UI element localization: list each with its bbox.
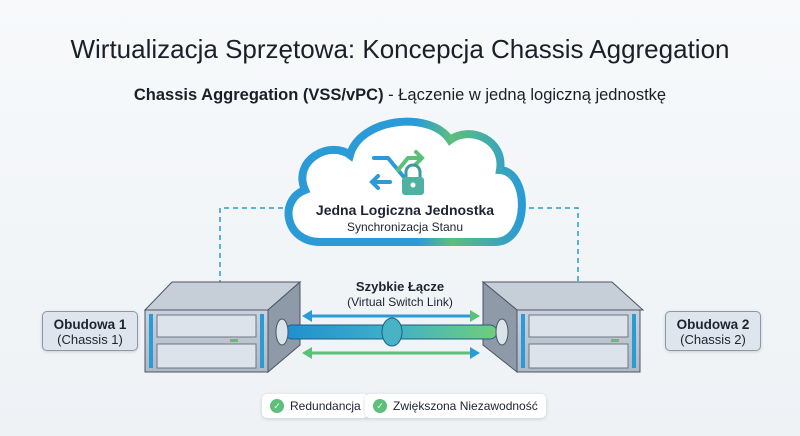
lock-icon [402,163,424,195]
shuffle-arrows-icon [369,150,425,190]
link-title: Szybkie Łącze [355,279,445,294]
chassis-2-label: Obudowa 2 (Chassis 2) [665,311,761,351]
diagram-subtitle: Chassis Aggregation (VSS/vPC) - Łączenie… [0,86,800,105]
arrow-bottom [302,347,480,359]
subtitle-bold: Chassis Aggregation (VSS/vPC) [133,86,384,104]
chassis-1-label: Obudowa 1 (Chassis 1) [42,311,138,351]
badge-reliability: ✓ Zwiększona Niezawodność [365,394,546,418]
chassis-1-server [143,280,302,374]
check-icon: ✓ [270,399,284,413]
badge-label: Redundancja [290,399,361,413]
diagram-title: Wirtualizacja Sprzętowa: Koncepcja Chass… [70,34,730,64]
badge-redundancy: ✓ Redundancja [262,394,369,418]
cable-coupler [381,317,403,347]
dashed-connector-left [219,207,292,282]
cloud-subtitle: Synchronizacja Stanu [346,220,464,234]
link-subtitle: (Virtual Switch Link) [347,295,453,309]
cloud-title: Jedna Logiczna Jednostka [315,202,495,218]
chassis-1-title: Obudowa 1 [53,317,127,332]
cable-end-left [275,318,289,346]
dashed-connector-right [520,207,579,282]
cable-end-right [495,318,509,346]
chassis-2-subtitle: (Chassis 2) [680,332,746,347]
arrow-top [302,310,480,322]
chassis-1-subtitle: (Chassis 1) [57,332,123,347]
badge-label: Zwiększona Niezawodność [393,399,538,413]
chassis-2-title: Obudowa 2 [676,317,750,332]
subtitle-rest: - Łączenie w jedną logiczną jednostkę [383,86,667,104]
check-icon: ✓ [373,399,387,413]
